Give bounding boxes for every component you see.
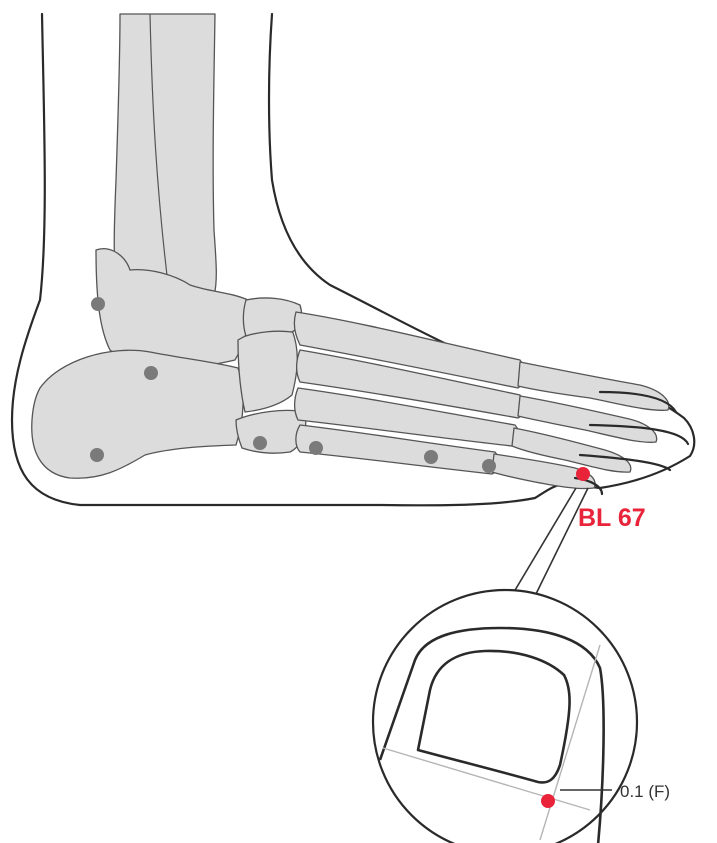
reference-point-toe-base xyxy=(482,459,496,473)
bl67-acupoint-marker xyxy=(576,467,590,481)
measurement-label: 0.1 (F) xyxy=(620,782,670,801)
reference-point-ankle-upper xyxy=(91,297,105,311)
reference-point-heel xyxy=(90,448,104,462)
reference-point-ankle-lower xyxy=(144,366,158,380)
cuboid-bone xyxy=(236,410,306,453)
reference-point-metatarsal-base xyxy=(309,441,323,455)
calcaneus-bone xyxy=(32,350,243,478)
navicular-bone xyxy=(238,328,297,412)
cuneiform-bone xyxy=(243,298,301,336)
reference-point-metatarsal-head xyxy=(424,450,438,464)
bl67-label: BL 67 xyxy=(578,504,646,532)
zoom-acupoint-marker xyxy=(541,794,555,808)
reference-point-cuboid xyxy=(253,436,267,450)
